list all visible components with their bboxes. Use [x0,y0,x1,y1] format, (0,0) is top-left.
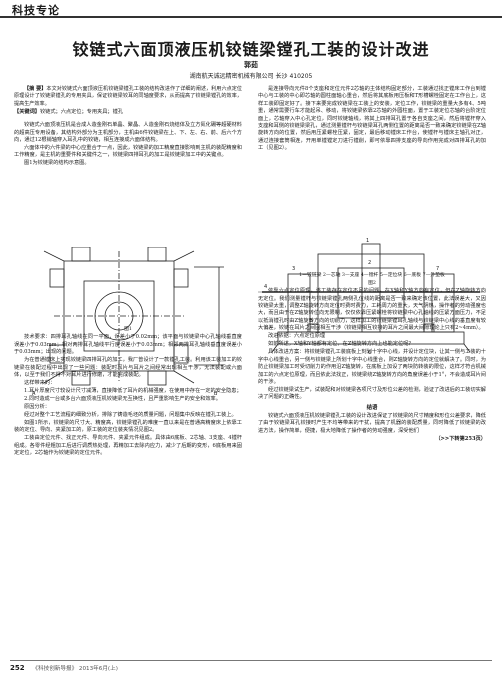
column-name: 科技专论 [12,4,60,17]
svg-text:3: 3 [292,266,295,272]
svg-text:B: B [214,391,218,397]
header-bar: 科技专论 [0,0,502,18]
paragraph: 六面体中的六件梁的中心应重合于一点，因此，铰链梁的加工精度直接影响到主机的装配精… [14,145,242,159]
article-title: 铰链式六面顶液压机铰链梁镗孔工装的设计改进 [72,40,430,59]
continued-note: （>>下转第253页） [435,435,486,442]
page-number: 252 [10,664,25,672]
paragraph: 如图1所示，铰链梁的尺寸大、精度高，铰链梁镗孔的难度一直以来是在普通高精度床上依… [14,420,242,434]
paragraph: 为在普通镗床上实现铰链梁四排耳孔的加工，我厂曾设计了一款镗孔工装。利用该工装加工… [14,357,242,379]
paragraph: 铰链式六面顶液压机是合成人造金刚石单晶、聚晶、人造金刚石烧结体及立方氮化硼等超硬… [14,122,242,144]
left-column: 【摘 要】本文对铰链式六面顶液压机铰链梁镗孔工装的结构改进作了详细的阐述，利用六… [14,86,242,458]
journal-name: 《科技创新导报》 2013年6月(上) [32,666,118,672]
paragraph: 这样带来的： [24,380,56,387]
figure-2-caption: 图2 [368,281,376,287]
abstract: 【摘 要】本文对铰链式六面顶液压机铰链梁镗孔工装的结构改进作了详细的阐述，利用六… [14,86,242,108]
keywords: 【关键词】铰链式；六点定位；专用夹具；镗孔 [14,109,242,116]
svg-text:1: 1 [366,238,369,244]
paragraph: 技术要求：四排耳孔轴线在同一平面，误差小于0.02mm；该平面与铰链梁中心孔轴线… [14,334,242,356]
svg-text:7: 7 [436,266,439,272]
figure-2-legend: 1—铰链梁 2—芯轴 3—支座 4—镗杆 5—定位块 6—底板 7—外垫板 [299,273,445,279]
paragraph: 图1为铰链梁的结构示意图。 [24,160,90,167]
paragraph: 1.耳片厚度尺寸较设计尺寸减薄，直接降低了耳片的机械强度，在使用中存在一定的安全… [24,388,242,395]
abstract-label: 【摘 要】 [24,86,47,92]
keywords-text: 铰链式；六点定位；专用夹具；镗孔 [39,108,123,115]
paragraph: 经过对整个工艺流程的细致分析，排除了铸造毛坯的质量问题，问题集中反映在镗孔工装上… [24,412,237,419]
svg-text:2: 2 [368,260,371,266]
affiliation: 湖南航天诚远精密机械有限公司 长沙 410205 [189,73,313,80]
figure-2-drawing: 1 2 3 4 5 6 7 [258,238,484,356]
paragraph: 具体改进方案：将铰链梁镗孔工装底板上刻划十字中心线，并设计定位块，让其一侧与工装… [258,349,486,385]
svg-text:6: 6 [368,350,371,356]
svg-text:4: 4 [264,284,267,290]
paragraph: 是连接导向元件8个支座和定位元件2芯轴的主体结构固定部分，工装通过找正镗床工作台… [258,86,486,152]
svg-text:5: 5 [310,318,313,324]
paragraph: 工装由定位元件、找正元件、导向元件、夹紧元件组成。具体由6底板、2芯轴、3支座、… [14,435,242,457]
page-footer: 252 《科技创新导报》 2013年6月(上) [10,660,492,672]
keywords-label: 【关键词】 [14,108,40,115]
conclusion-heading: 结语 [366,404,378,411]
paragraph: 2.同时造成一台或多台六面顶液压机铰链梁无互换性，且严重影响生产的安全和效率。 [24,396,221,403]
figure-1-caption: 图1 [124,327,132,333]
author: 郭茹 [244,61,258,69]
paragraph: 铰链式六面顶液压机铰链梁镗孔工装的设计改进保证了铰链梁的尺寸精度和形位公差要求，… [258,412,486,434]
paragraph: 改进依据：六点定位原理 [268,333,326,340]
svg-text:A: A [32,391,36,397]
figure-1-drawing: A B [32,247,224,397]
abstract-text: 本文对铰链式六面顶液压机铰链梁镗孔工装的结构改进作了详细的阐述，利用六点定位原理… [14,86,242,107]
paragraph: 经过铰链梁试生产，试装配和对铰链梁各项尺寸及形位公差的检测，验证了改进后的工装切… [258,386,486,401]
paragraph: 原因分析： [24,404,50,411]
